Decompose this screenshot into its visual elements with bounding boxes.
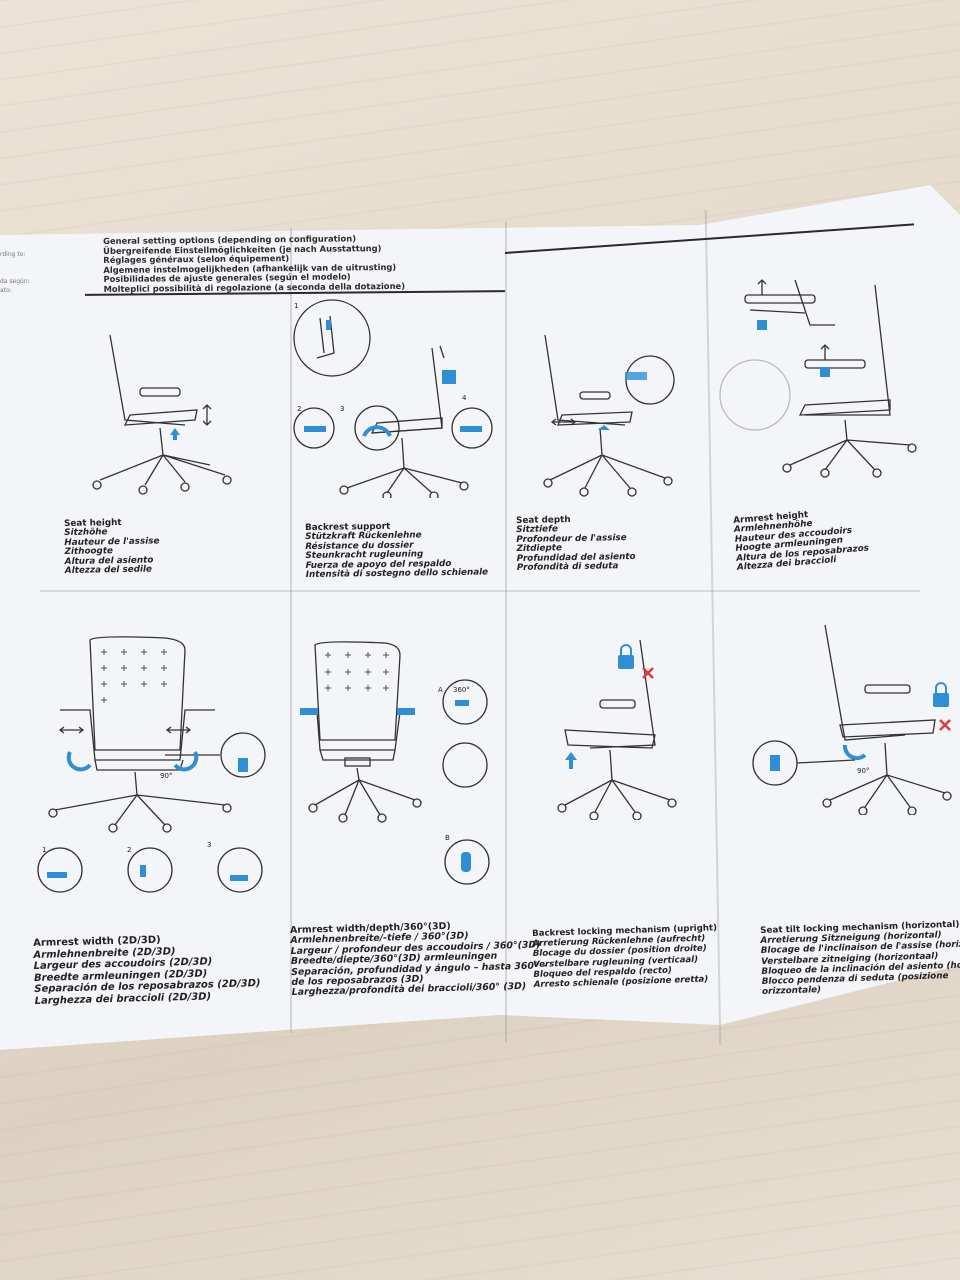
step-2-label: 2 [297,405,301,413]
fold-line-1 [290,228,292,1033]
seat-height-illustration [92,334,232,495]
label-b: B [445,834,450,842]
fold-line-h [40,590,920,592]
armrest-360-illustration: A B 360° [300,641,490,885]
seat-height-caption: Seat height Sitzhöhe Hauteur de l'assise… [63,517,160,577]
step-3-label: 3 [340,405,344,413]
backrest-locking-illustration [557,639,677,820]
width-step-3-label: 3 [207,841,211,849]
instruction-sheet [0,185,960,1050]
step-1-label: 1 [294,302,298,310]
width-step-2-label: 2 [127,846,131,854]
angle-90-label: 90° [160,772,172,780]
seat-tilt-locking-caption: Seat tilt locking mechanism (horizontal)… [760,919,960,998]
seat-tilt-locking-illustration: 90° [752,624,952,815]
width-step-1-label: 1 [42,846,46,854]
backrest-locking-caption: Backrest locking mechanism (upright) Arr… [532,923,718,990]
seat-depth-caption: Seat depth Sitztiefe Profondeur de l'ass… [515,515,636,574]
backrest-support-caption: Backrest support Stützkraft Rückenlehne … [304,521,489,581]
armrest-width-illustration: 90° 1 2 3 [37,636,266,893]
armrest-height-caption: Armrest height Armlehnenhöhe Hauteur des… [732,510,870,573]
left-panel-fragment: rding to: da según: ato: [0,251,30,294]
general-setting-heading: General setting options (depending on co… [102,233,406,294]
label-a: A [438,686,443,694]
tilt-angle-90-label: 90° [857,767,869,775]
backrest-support-illustration: 2 3 4 1 [293,299,493,498]
armrest-360-caption: Armrest width/depth/360°(3D) Armlehnenbr… [289,920,547,999]
fold-line-2 [505,222,507,1042]
armrest-width-caption: Armrest width (2D/3D) Armlehnenbreite (2… [33,934,261,1007]
angle-360-label: 360° [453,686,470,694]
step-4-label: 4 [462,394,467,402]
armrest-height-illustration [719,279,917,478]
seat-depth-illustration [543,334,675,497]
